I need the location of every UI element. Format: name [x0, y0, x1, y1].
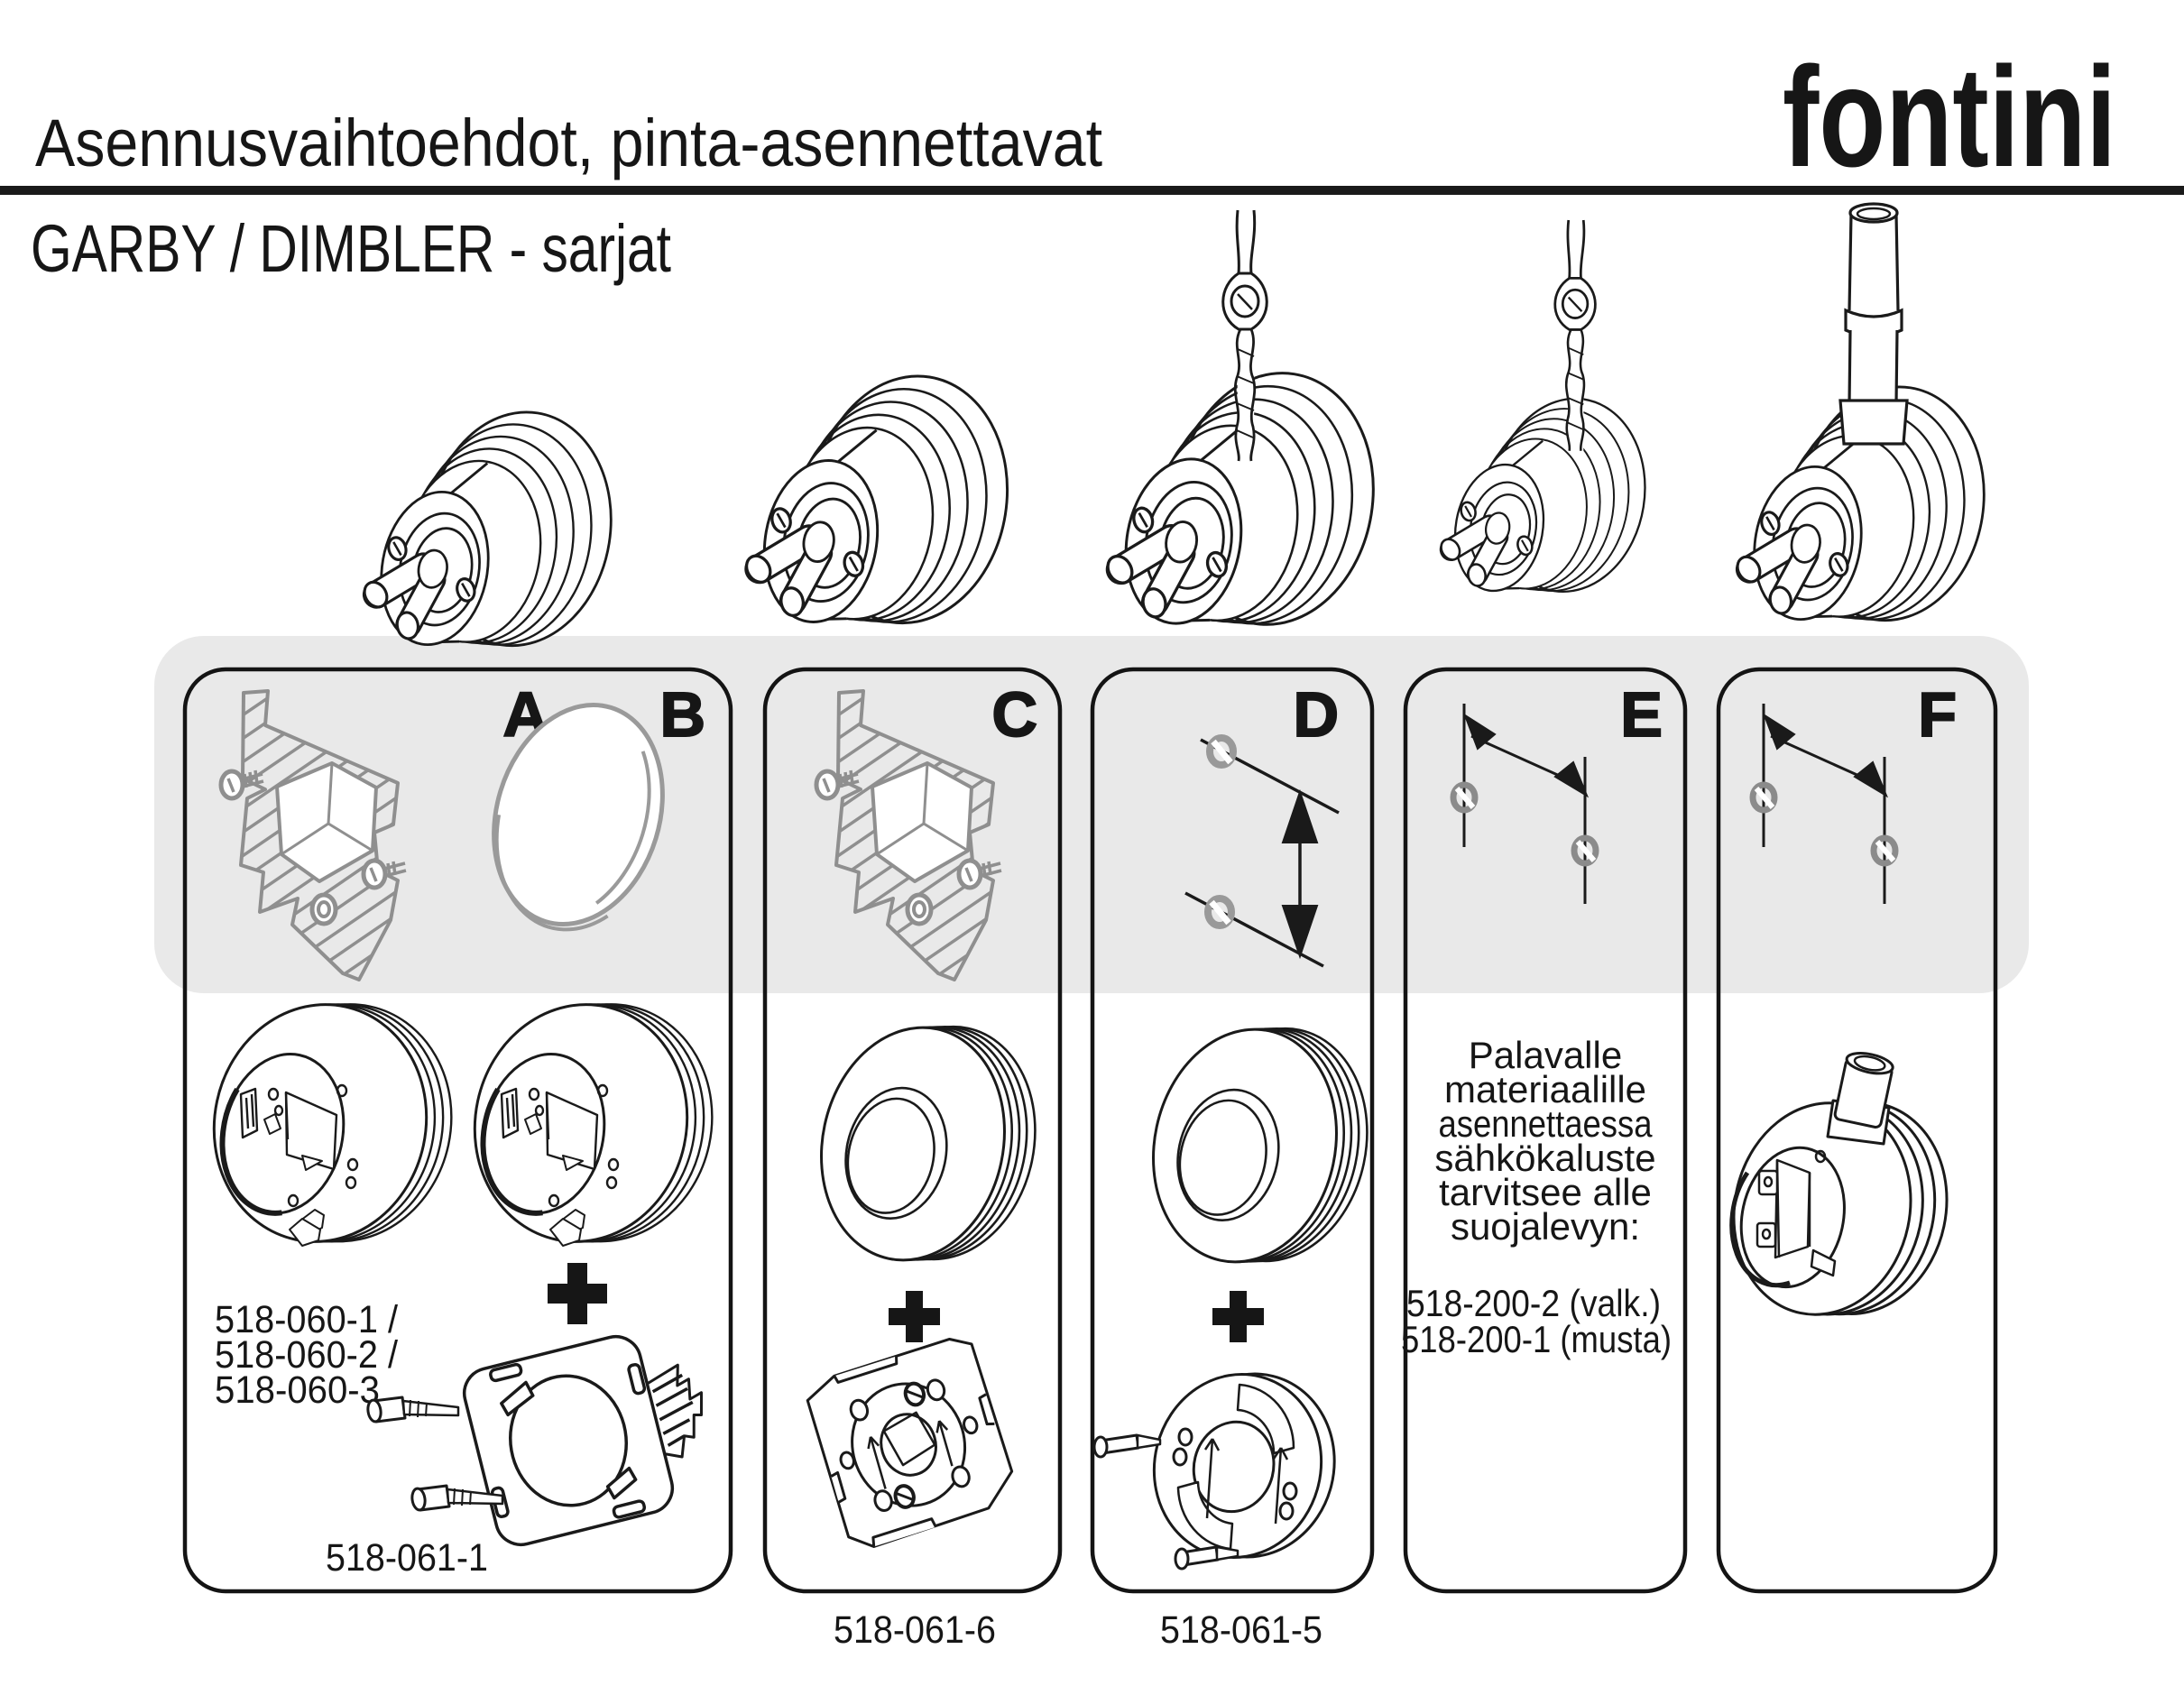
svg-text:518-060-2 /: 518-060-2 /: [215, 1333, 398, 1377]
svg-text:518-061-6: 518-061-6: [834, 1608, 996, 1652]
svg-text:B: B: [659, 679, 705, 750]
svg-text:suojalevyn:: suojalevyn:: [1451, 1205, 1640, 1248]
svg-text:Palavalle: Palavalle: [1469, 1034, 1622, 1076]
svg-text:D: D: [1293, 679, 1339, 750]
svg-text:518-200-2 (valk.): 518-200-2 (valk.): [1406, 1282, 1661, 1324]
svg-text:GARBY / DIMBLER - sarjat: GARBY / DIMBLER - sarjat: [31, 211, 671, 286]
svg-text:518-061-5: 518-061-5: [1160, 1608, 1322, 1652]
svg-text:sähkökaluste: sähkökaluste: [1434, 1137, 1655, 1179]
svg-text:518-060-1 /: 518-060-1 /: [215, 1298, 398, 1341]
svg-text:A: A: [502, 679, 548, 750]
svg-text:518-060-3: 518-060-3: [215, 1368, 380, 1412]
svg-text:fontini: fontini: [1783, 38, 2116, 197]
svg-text:tarvitsee alle: tarvitsee alle: [1439, 1171, 1652, 1213]
svg-text:518-061-1: 518-061-1: [326, 1536, 488, 1580]
svg-text:Asennusvaihtoehdot, pinta-asen: Asennusvaihtoehdot, pinta-asennettavat: [35, 106, 1102, 180]
svg-text:materiaalille: materiaalille: [1444, 1068, 1646, 1110]
svg-text:E: E: [1620, 679, 1663, 750]
svg-text:C: C: [991, 679, 1037, 750]
svg-text:asennettaessa: asennettaessa: [1439, 1102, 1654, 1145]
svg-text:F: F: [1918, 679, 1957, 750]
svg-text:518-200-1 (musta): 518-200-1 (musta): [1401, 1318, 1672, 1360]
